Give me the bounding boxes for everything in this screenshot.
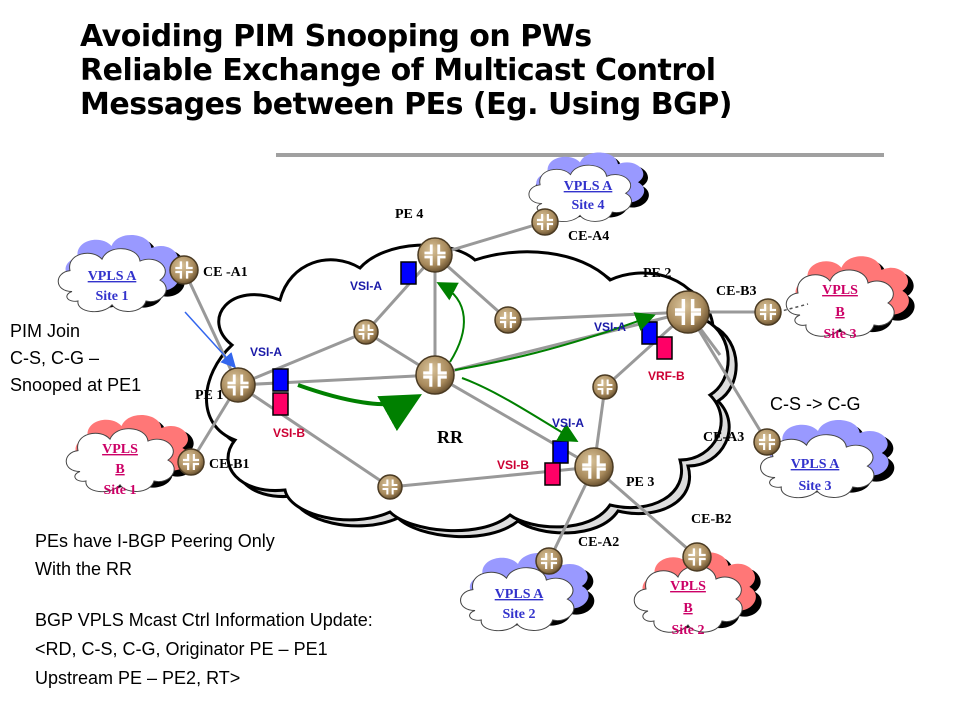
note-cs-cg: C-S -> C-G: [770, 394, 861, 414]
pe4-vsi-a-box: [400, 261, 417, 285]
label-ce-a2: CE-A2: [578, 535, 619, 550]
label-pe4-vsi-a: VSI-A: [350, 279, 382, 293]
label-ce-a3: CE-A3: [703, 430, 744, 445]
note-ibgp-line2: With the RR: [35, 559, 133, 579]
router-core-3: [592, 374, 618, 400]
site1-b-name1: VPLS: [102, 442, 138, 457]
note-pim-join-line3: Snooped at PE1: [10, 375, 142, 395]
router-ce-a4: [531, 208, 559, 236]
note-pim-join: PIM Join C-S, C-G – Snooped at PE1: [10, 318, 141, 399]
note-ibgp: PEs have I-BGP Peering Only With the RR: [35, 527, 275, 583]
label-rr: RR: [437, 427, 464, 447]
label-pe3-vsi-a: VSI-A: [552, 416, 584, 430]
note-pim-join-line1: PIM Join: [10, 321, 81, 341]
label-ce-b2: CE-B2: [691, 512, 731, 527]
pe1-vsi-a-box: [272, 368, 289, 392]
title-line-3: Messages between PEs (Eg. Using BGP): [80, 87, 732, 122]
label-ce-b3: CE-B3: [716, 284, 756, 299]
router-core-1: [353, 319, 379, 345]
label-ce-b1: CE-B1: [209, 457, 249, 472]
rr-to-pe3-arrow: [461, 377, 579, 442]
site3-b-name2: B: [835, 305, 844, 320]
router-ce-b2: [682, 542, 712, 572]
site2-b-name1: VPLS: [670, 579, 706, 594]
dashed-link: [777, 303, 809, 313]
flow-arrows: [184, 282, 656, 442]
label-pe3-vsi-b: VSI-B: [497, 458, 529, 472]
router-pe2: [666, 290, 710, 334]
site4-a-name: VPLS A: [564, 179, 614, 194]
pe2-vrf-b-box: [656, 336, 673, 360]
rr-to-pe2-arrow: [454, 312, 656, 371]
site1-b-site: Site 1: [103, 483, 136, 498]
pim-join-arrow: [297, 383, 422, 432]
rr-to-pe4-arrow: [436, 282, 465, 363]
site4-a-site: Site 4: [571, 198, 604, 213]
pe2-vsi-a-box: [641, 321, 658, 345]
router-ce-b3: [754, 298, 782, 326]
label-pe1-vsi-b: VSI-B: [273, 426, 305, 440]
label-pe1-vsi-a: VSI-A: [250, 345, 282, 359]
router-ce-a2: [535, 547, 563, 575]
router-pe1: [220, 367, 256, 403]
label-ce-a4: CE-A4: [568, 229, 609, 244]
site1-a-name: VPLS A: [88, 269, 138, 284]
join-from-ce-arrow: [184, 311, 237, 369]
label-pe2: PE 2: [643, 266, 671, 281]
pe1-vsi-b-box: [272, 392, 289, 416]
label-pe4: PE 4: [395, 207, 423, 222]
site3-b-site: Site 3: [823, 327, 856, 342]
label-pe1: PE 1: [195, 388, 223, 403]
router-pe4: [417, 237, 453, 273]
title-line-2: Reliable Exchange of Multicast Control: [80, 53, 716, 88]
site3-a-site: Site 3: [798, 479, 831, 494]
label-pe2-vrf-b: VRF-B: [648, 369, 685, 383]
router-core-2: [494, 306, 522, 334]
router-ce-a1: [169, 255, 199, 285]
site1-a-site: Site 1: [95, 289, 128, 304]
slide-title: Avoiding PIM Snooping on PWs Reliable Ex…: [80, 20, 940, 122]
site2-b-name2: B: [683, 601, 692, 616]
label-pe3: PE 3: [626, 475, 654, 490]
note-bgp-update-line1: BGP VPLS Mcast Ctrl Information Update:: [35, 610, 373, 630]
site1-b-name2: B: [115, 462, 124, 477]
pe3-vsi-b-box: [544, 462, 561, 486]
site3-b-name1: VPLS: [822, 283, 858, 298]
label-ce-a1: CE -A1: [203, 265, 248, 280]
note-pim-join-line2: C-S, C-G –: [10, 348, 100, 368]
title-line-1: Avoiding PIM Snooping on PWs: [80, 19, 592, 54]
routers: [169, 208, 782, 575]
title-underline: [276, 153, 884, 157]
site3-a-name: VPLS A: [791, 457, 841, 472]
router-rr: [415, 355, 455, 395]
label-pe2-vsi-a: VSI-A: [594, 320, 626, 334]
note-bgp-update: BGP VPLS Mcast Ctrl Information Update: …: [35, 606, 373, 693]
router-core-4: [377, 474, 403, 500]
site2-a-site: Site 2: [502, 607, 535, 622]
site2-a-name: VPLS A: [495, 587, 545, 602]
note-ibgp-line1: PEs have I-BGP Peering Only: [35, 531, 275, 551]
note-bgp-update-line3: Upstream PE – PE2, RT>: [35, 668, 241, 688]
site2-b-site: Site 2: [671, 623, 704, 638]
pe3-vsi-a-box: [552, 440, 569, 464]
router-ce-a3: [753, 428, 781, 456]
note-bgp-update-line2: <RD, C-S, C-G, Originator PE – PE1: [35, 639, 328, 659]
router-pe3: [574, 447, 614, 487]
router-ce-b1: [177, 448, 205, 476]
